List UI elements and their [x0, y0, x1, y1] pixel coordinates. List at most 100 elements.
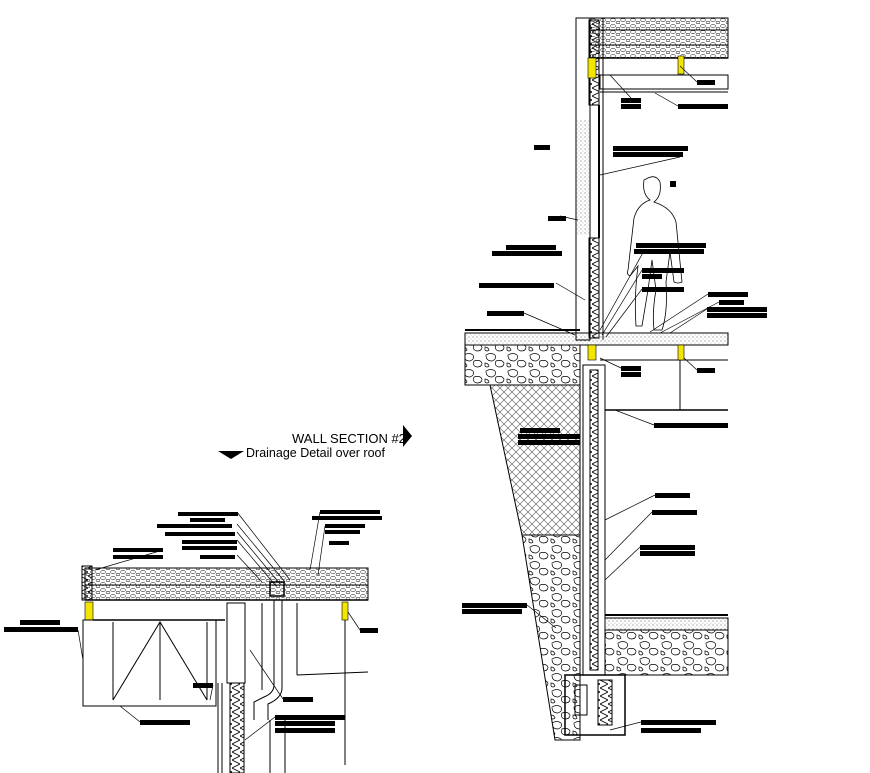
human-figure [626, 176, 683, 331]
detail-marker-icon [218, 451, 244, 459]
redacted-label [621, 104, 641, 109]
stone-fill [521, 534, 581, 741]
wall-section-right [464, 17, 729, 741]
leader-line [614, 409, 655, 426]
downspout [253, 600, 283, 720]
leader-line [669, 308, 708, 334]
leader-line [604, 494, 656, 521]
overhang-box [82, 619, 217, 707]
redacted-label [518, 440, 580, 445]
redacted-label [707, 313, 767, 318]
leader-line [236, 523, 286, 583]
redacted-label [492, 251, 562, 256]
section-arrow-icon [403, 425, 412, 447]
leader-line [244, 716, 276, 741]
redacted-label [200, 555, 235, 559]
leader-line [604, 546, 641, 581]
redacted-label [655, 493, 690, 498]
redacted-label [678, 104, 728, 109]
redacted-label [275, 728, 335, 733]
leader-line [236, 539, 277, 587]
redacted-label [707, 307, 767, 312]
redacted-label [329, 541, 349, 545]
redacted-label [654, 423, 728, 428]
redacted-label [178, 512, 238, 516]
roof-assembly [84, 567, 369, 601]
redacted-label [190, 518, 225, 522]
redacted-label [640, 545, 695, 550]
leader-line [347, 611, 361, 631]
redacted-label [312, 516, 382, 520]
redacted-labels [4, 65, 767, 741]
leader-line [523, 312, 576, 336]
redacted-label [613, 152, 683, 157]
redacted-label [165, 532, 235, 536]
leader-line [605, 288, 643, 338]
redacted-label [479, 283, 554, 288]
redacted-label [640, 551, 695, 556]
redacted-label [182, 546, 237, 550]
roof-beam [599, 74, 729, 90]
redacted-label [641, 720, 716, 725]
footing [564, 674, 626, 736]
redacted-label [157, 524, 232, 528]
redacted-label [506, 245, 556, 250]
leader-line [654, 92, 679, 107]
floor-slab [464, 332, 729, 346]
leader-line [649, 293, 709, 333]
redacted-label [520, 428, 560, 433]
leader-line [236, 554, 263, 583]
redacted-label [534, 145, 550, 150]
redacted-label [182, 540, 237, 544]
leader-line [526, 604, 557, 629]
leader-line [236, 511, 291, 581]
leader-line [599, 248, 646, 331]
redacted-label [652, 510, 697, 515]
redacted-label [113, 548, 163, 552]
leader-line [555, 282, 586, 301]
compacted-backfill [489, 384, 581, 536]
redacted-label [325, 524, 365, 528]
redacted-label [4, 627, 78, 632]
redacted-label [140, 720, 190, 725]
leader-line [604, 511, 653, 561]
redacted-label [642, 287, 684, 292]
redacted-label [462, 603, 527, 608]
leader-line [77, 629, 84, 661]
leader-line [599, 357, 622, 369]
leader-line [683, 357, 698, 371]
detail-title: Drainage Detail over roof [246, 446, 385, 460]
redacted-label [697, 80, 715, 85]
redacted-label [621, 98, 641, 103]
leader-line [599, 156, 681, 176]
leader-line [236, 531, 281, 585]
redacted-label [360, 628, 378, 633]
redacted-label [275, 715, 345, 720]
redacted-label [621, 366, 641, 371]
redacted-label [275, 721, 335, 726]
leader-line [601, 269, 643, 336]
redacted-label [670, 181, 676, 187]
exterior-wall-lower [229, 682, 245, 773]
leader-line [609, 74, 632, 99]
leader-line [309, 511, 321, 571]
redacted-label [708, 292, 748, 297]
drainage-detail-left [81, 565, 369, 773]
redacted-label [613, 146, 688, 151]
gravel-bed [464, 344, 581, 386]
redacted-label [462, 609, 522, 614]
redacted-label [621, 372, 641, 377]
leader-line [249, 649, 284, 700]
leader-line [679, 65, 698, 83]
redacted-label [320, 510, 380, 514]
redacted-label [113, 555, 163, 559]
redacted-label [642, 274, 662, 279]
roof-slab [589, 17, 729, 59]
redacted-label [636, 243, 706, 248]
redacted-label [193, 683, 213, 688]
leader-line [94, 549, 164, 571]
leader-line [119, 705, 141, 723]
roof-drain [269, 581, 285, 597]
redacted-label [642, 268, 684, 273]
